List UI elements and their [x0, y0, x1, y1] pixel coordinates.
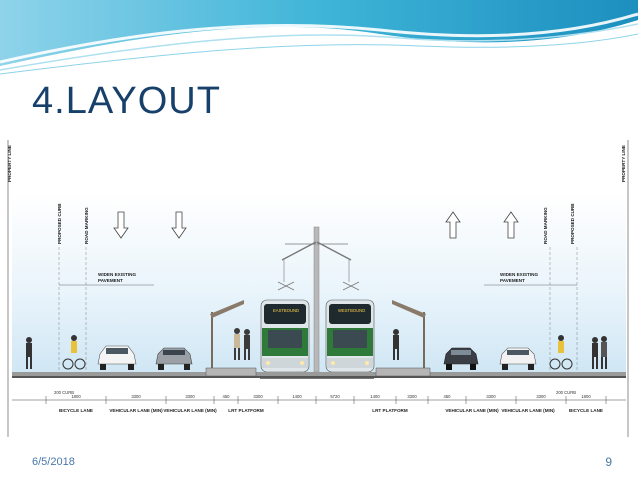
property-line-label-left: PROPERTY LINE [7, 145, 12, 182]
widen-pavement-label-right-1: WIDEN EXISTING [500, 272, 538, 277]
dimension-value: 1400 [292, 394, 302, 399]
road-marking-label-left: ROAD MARKING [84, 207, 89, 244]
catenary-pole [277, 226, 360, 373]
platform-canopy-left [210, 300, 244, 374]
up-arrow-icon [503, 211, 519, 239]
cyclist-left [62, 335, 86, 370]
widen-pavement-label-left-2: PAVEMENT [98, 278, 123, 283]
dimension-value: 1400 [370, 394, 380, 399]
dimension-value: 5720 [330, 394, 340, 399]
lane-label: LRT PLATFORM [228, 408, 264, 413]
tram-left-destination: EASTBOUND [273, 308, 299, 313]
platform-canopy-right [392, 300, 426, 374]
slide-title: 4.LAYOUT [32, 80, 221, 122]
road-marking-label-right: ROAD MARKING [543, 207, 548, 244]
up-arrow-icon [445, 211, 461, 239]
dimension-value: 3300 [407, 394, 417, 399]
dimension-values: 1800 3300 3300 450 3300 1400 5720 1400 3300 450 33… [45, 394, 607, 404]
dimension-value: 450 [223, 394, 231, 399]
car-right-2 [499, 347, 537, 370]
pedestrian-platform-right [393, 329, 399, 360]
pedestrian [26, 337, 32, 369]
dimension-value: 3300 [131, 394, 141, 399]
pedestrians-right [592, 336, 607, 369]
widen-pavement-label-left-1: WIDEN EXISTING [98, 272, 136, 277]
cyclist-right [549, 335, 573, 370]
proposed-curb-label-left: PROPOSED CURB [57, 203, 62, 244]
dimension-value: 1800 [581, 394, 591, 399]
car-right-1 [443, 347, 479, 370]
lane-label: BICYCLE LANE [59, 408, 93, 413]
lane-label: VEHICULAR LANE (MIN) [109, 408, 163, 413]
tram-right-destination: WESTBOUND [338, 308, 365, 313]
lane-label: LRT PLATFORM [372, 408, 408, 413]
dimension-value: 3300 [536, 394, 546, 399]
lane-label: VEHICULAR LANE (MIN) [163, 408, 217, 413]
widen-pavement-label-right-2: PAVEMENT [500, 278, 525, 283]
lane-label: BICYCLE LANE [569, 408, 603, 413]
car-left-1 [97, 345, 137, 370]
dimension-value: 3300 [253, 394, 263, 399]
dimension-value: 450 [444, 394, 452, 399]
slide-date: 6/5/2018 [32, 456, 75, 468]
car-left-2 [155, 347, 193, 370]
lrt-cross-section-diagram: PROPERTY LINE PROPERTY LINE PROPOSED CUR… [6, 132, 632, 437]
curb-label-left: 200 CURB [54, 390, 74, 395]
down-arrow-icon [171, 211, 187, 239]
road-surface [12, 367, 626, 379]
dimension-value: 3300 [486, 394, 496, 399]
lane-label: VEHICULAR LANE (MIN) [445, 408, 499, 413]
header-wave-decoration [0, 0, 638, 75]
property-line-label-right: PROPERTY LINE [621, 145, 626, 182]
curb-label-right: 200 CURB [556, 390, 576, 395]
slide-page-number: 9 [605, 455, 612, 469]
dimension-value: 3300 [185, 394, 195, 399]
down-arrow-icon [113, 211, 129, 239]
lrt-tram-eastbound: EASTBOUND [260, 299, 310, 373]
proposed-curb-label-right: PROPOSED CURB [570, 203, 575, 244]
pedestrians-platform-left [234, 328, 250, 360]
lrt-tram-westbound: WESTBOUND [325, 299, 375, 373]
lane-label: VEHICULAR LANE (MIN) [501, 408, 555, 413]
dimension-value: 1800 [71, 394, 81, 399]
